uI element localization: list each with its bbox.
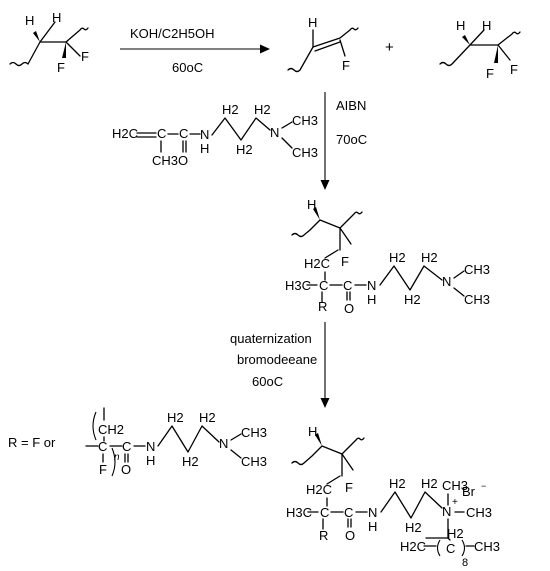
atom-h2-label: H2 [405, 520, 422, 535]
repeat-count-label: 8 [462, 557, 468, 569]
positive-charge-label: + [452, 497, 458, 508]
atom-n-label: N [442, 274, 451, 289]
atom-f-label: F [486, 66, 494, 81]
quaternized-copolymer: H F H2C H3C C C R O N H H2 H2 H2 N + CH3… [286, 424, 500, 569]
atom-h-label: H [307, 197, 316, 212]
atom-h-label: H [367, 292, 376, 307]
atom-h-label: H [368, 519, 377, 534]
atom-f-label: F [57, 60, 65, 75]
atom-ch3-label: CH3 [464, 262, 490, 277]
atom-n-label: N [200, 127, 209, 142]
starting-polymer-unit: H H F F [9, 10, 89, 75]
atom-ch3-label: CH3 [292, 145, 318, 160]
atom-h-label: H [146, 453, 155, 468]
grafted-copolymer: H F H2C H3C C C R O N H H2 H2 H2 N CH3 C… [285, 197, 490, 316]
atom-c-label: C [344, 505, 353, 520]
step3-arrow: quaternization bromodeeane 60oC [230, 322, 330, 408]
atom-h2c-label: H2C [306, 482, 332, 497]
atom-ch3-label: CH3 [466, 505, 492, 520]
atom-h3c-label: H3C [286, 505, 312, 520]
atom-h-label: H [25, 13, 34, 28]
atom-h-label: H [308, 15, 317, 30]
atom-h-label: H [200, 141, 209, 156]
initiator-label: AIBN [336, 98, 366, 113]
atom-h-label: H [308, 424, 317, 439]
bromide-label: Br [462, 484, 476, 499]
atom-ch2-label: CH2 [98, 422, 124, 437]
atom-c-label: C [157, 126, 166, 141]
atom-f-label: F [510, 62, 518, 77]
r-definition-prefix: R = F or [8, 435, 56, 450]
step2-arrow: AIBN 70oC [320, 92, 367, 190]
atom-c-label: C [319, 278, 328, 293]
atom-f-label: F [341, 254, 349, 269]
atom-c-label: C [122, 439, 131, 454]
step1-arrow: KOH/C2H5OH 60oC [120, 26, 270, 75]
atom-n-label: N [368, 505, 377, 520]
atom-c-label: C [343, 278, 352, 293]
atom-f-label: F [345, 480, 353, 495]
atom-h2-label: H2 [254, 102, 271, 117]
atom-c-label: C [446, 541, 455, 556]
reagent-label: KOH/C2H5OH [130, 26, 215, 41]
monomer-structure: H2C C C N H CH3O H2 H2 H2 N CH3 CH3 [112, 102, 318, 168]
atom-h2c-label: H2C [112, 126, 138, 141]
atom-h2c-label: H2C [304, 256, 330, 271]
bromide-charge-label: − [481, 481, 486, 491]
atom-ch3-label: CH3 [241, 425, 267, 440]
atom-ch3-label: CH3 [474, 539, 500, 554]
repeat-unit-n: n [114, 452, 120, 463]
atom-h-label: H [456, 18, 465, 33]
atom-h2-label: H2 [447, 526, 464, 541]
condition-label: 60oC [172, 60, 203, 75]
atom-h2-label: H2 [389, 250, 406, 265]
atom-ch3-label: CH3 [241, 454, 267, 469]
atom-h3c-label: H3C [285, 278, 311, 293]
atom-ch3o-label: CH3O [152, 153, 188, 168]
atom-ch3-label: CH3 [292, 113, 318, 128]
atom-c-label: C [98, 439, 107, 454]
atom-h2-label: H2 [222, 102, 239, 117]
atom-n-label: N [442, 504, 451, 519]
atom-h2-label: H2 [404, 292, 421, 307]
atom-n-label: N [270, 125, 279, 140]
atom-h2c-label: H2C [400, 539, 426, 554]
atom-f-label: F [81, 49, 89, 64]
temperature-label: 70oC [336, 132, 367, 147]
atom-o-label: O [345, 528, 355, 543]
atom-n-label: N [367, 278, 376, 293]
temperature-label: 60oC [252, 374, 283, 389]
atom-h2-label: H2 [421, 250, 438, 265]
atom-r-label: R [318, 299, 327, 314]
atom-ch3-label: CH3 [442, 478, 468, 493]
atom-h2-label: H2 [182, 454, 199, 469]
quaternization-label: quaternization [230, 331, 312, 346]
atom-h2-label: H2 [389, 476, 406, 491]
atom-n-label: N [219, 436, 228, 451]
alkyl-bromide-label: bromodeeane [237, 352, 317, 367]
atom-c-label: C [320, 505, 329, 520]
atom-h2-label: H2 [199, 410, 216, 425]
atom-f-label: F [342, 58, 350, 73]
atom-ch3-label: CH3 [464, 292, 490, 307]
atom-h2-label: H2 [236, 142, 253, 157]
r-group-definition: R = F or CH2 C C F n O N H H2 H2 H2 N CH… [8, 407, 267, 477]
atom-r-label: R [319, 528, 328, 543]
atom-o-label: O [121, 462, 131, 477]
atom-h2-label: H2 [421, 476, 438, 491]
atom-o-label: O [344, 301, 354, 316]
atom-h-label: H [52, 10, 61, 25]
plus-sign: + [385, 39, 394, 56]
atom-h2-label: H2 [167, 410, 184, 425]
unreacted-unit: H H F F [439, 18, 521, 81]
atom-c-label: C [179, 126, 188, 141]
atom-n-label: N [146, 439, 155, 454]
atom-f-label: F [99, 462, 107, 477]
atom-h-label: H [482, 18, 491, 33]
alkene-product: H F [287, 15, 359, 73]
